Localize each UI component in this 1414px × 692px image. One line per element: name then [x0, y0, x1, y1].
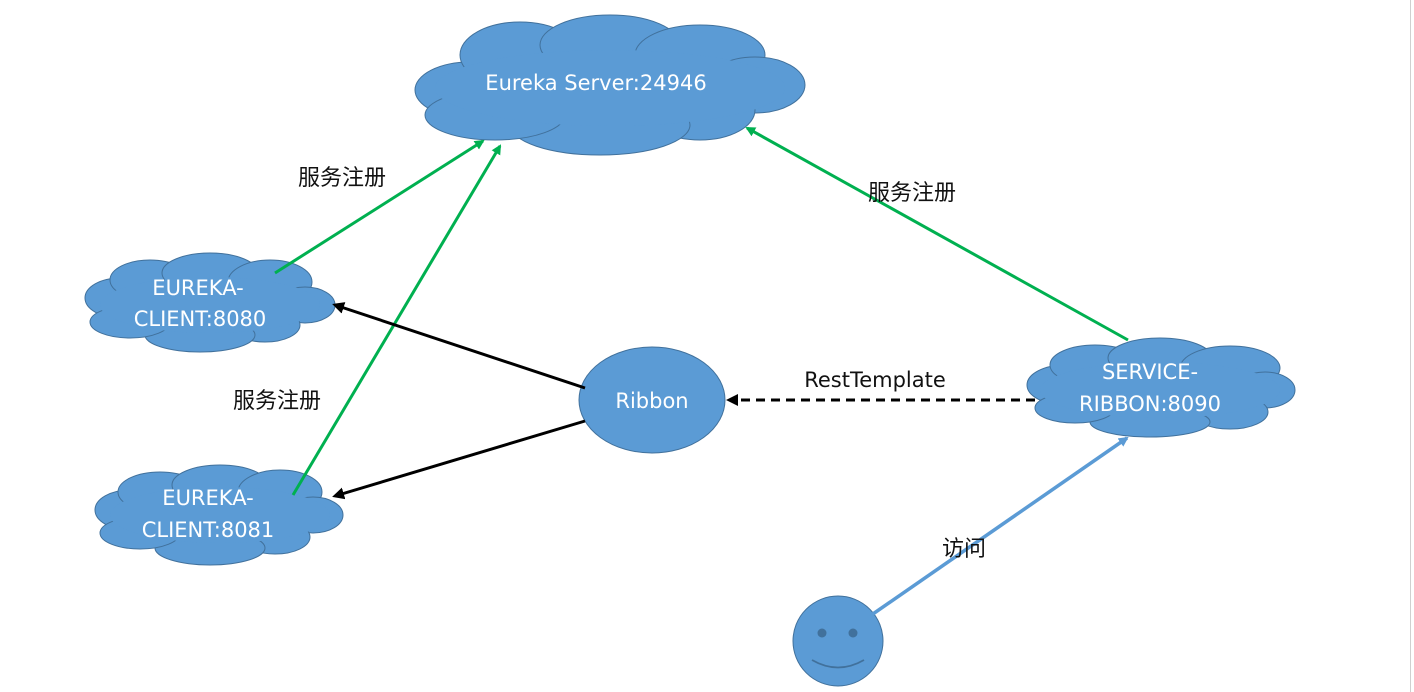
page-right-border	[1410, 0, 1411, 692]
call-arrow-to-client-8081	[332, 419, 586, 500]
service-ribbon-label-line1: SERVICE-	[1102, 360, 1198, 384]
access-label: 访问	[942, 537, 986, 562]
eureka-server-cloud	[414, 14, 806, 156]
eureka-client-8081-label-line1: EUREKA-	[162, 486, 253, 510]
rest-template-label: RestTemplate	[804, 368, 946, 392]
reg-label-service-ribbon: 服务注册	[868, 181, 956, 206]
ribbon-node	[578, 346, 726, 454]
reg-arrow-client-8080	[274, 139, 485, 275]
service-ribbon-label-line2: RIBBON:8090	[1079, 392, 1221, 416]
call-arrow-to-client-8080	[332, 302, 586, 390]
user-smiley-icon	[792, 595, 884, 687]
reg-arrow-client-8081	[291, 144, 502, 496]
access-arrow	[869, 436, 1129, 618]
ribbon-label: Ribbon	[615, 389, 688, 413]
eureka-client-8080-cloud	[84, 252, 336, 353]
eureka-client-8080-label-line2: CLIENT:8080	[134, 307, 267, 331]
reg-label-client-8080: 服务注册	[298, 166, 386, 191]
eureka-client-8081-label-line2: CLIENT:8081	[142, 518, 275, 542]
service-ribbon-cloud	[1026, 337, 1296, 438]
eureka-server-label: Eureka Server:24946	[485, 71, 706, 95]
eureka-client-8081-cloud	[94, 464, 344, 566]
eureka-client-8080-label-line1: EUREKA-	[152, 276, 243, 300]
reg-arrow-service-ribbon	[745, 126, 1129, 342]
reg-label-client-8081: 服务注册	[233, 389, 321, 414]
